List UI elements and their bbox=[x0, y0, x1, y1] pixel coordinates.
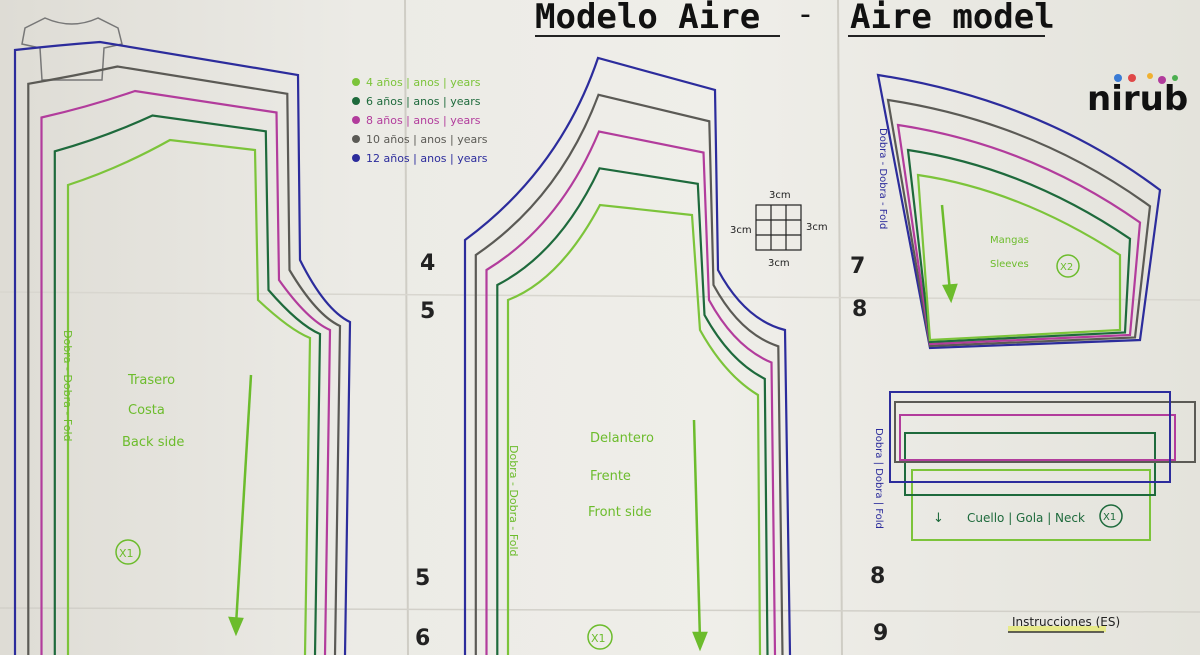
collar-label: Cuello | Gola | Neck bbox=[967, 511, 1085, 525]
sleeve-label: Sleeves bbox=[990, 259, 1029, 270]
sleeve-outline-size-6 bbox=[906, 148, 1132, 344]
page-number: 6 bbox=[415, 626, 430, 651]
grainline-arrow bbox=[228, 374, 253, 637]
title-dash: - bbox=[800, 0, 811, 32]
page-number: 5 bbox=[415, 566, 430, 591]
legend-item: 4 años | anos | years bbox=[366, 76, 481, 89]
back-outline-size-10 bbox=[27, 65, 342, 655]
grainline-arrow bbox=[692, 419, 708, 652]
legend-dot bbox=[352, 116, 360, 124]
collar-count: X1 bbox=[1103, 512, 1116, 523]
collar-arrow-icon: ↓ bbox=[933, 511, 944, 526]
paper-fold bbox=[0, 607, 1200, 613]
legend-dot bbox=[352, 154, 360, 162]
collar-outline-size-8 bbox=[899, 414, 1176, 461]
legend-dot bbox=[352, 78, 360, 86]
paper-fold bbox=[837, 0, 843, 655]
legend-dot bbox=[352, 135, 360, 143]
page-number: 8 bbox=[852, 297, 867, 322]
instructions-heading: Instrucciones (ES) bbox=[1012, 615, 1120, 629]
sleeve-outline-size-10 bbox=[886, 98, 1152, 348]
front-label: Frente bbox=[590, 469, 631, 484]
front-outline-size-10 bbox=[474, 93, 784, 655]
front-outline-size-8 bbox=[485, 130, 777, 655]
legend-item: 10 años | anos | years bbox=[366, 133, 488, 146]
back-outline-size-8 bbox=[40, 89, 332, 655]
tshirt-icon bbox=[21, 17, 123, 81]
back-outline-size-6 bbox=[53, 114, 322, 655]
front-outline-size-12 bbox=[463, 56, 792, 655]
page-number: 8 bbox=[870, 564, 885, 589]
back-outline-size-4 bbox=[66, 138, 312, 655]
front-outline-size-6 bbox=[496, 167, 769, 655]
legend-item: 8 años | anos | years bbox=[366, 114, 481, 127]
sleeve-outline-size-12 bbox=[876, 73, 1162, 350]
paper-fold bbox=[404, 0, 409, 655]
collar-outline-size-10 bbox=[894, 401, 1196, 463]
sleeve-count: X2 bbox=[1060, 262, 1073, 273]
back-label: Costa bbox=[128, 403, 165, 418]
back-label: Trasero bbox=[127, 373, 175, 388]
front-label: Front side bbox=[588, 505, 652, 520]
title-left: Modelo Aire bbox=[535, 0, 760, 37]
legend-item: 6 años | anos | years bbox=[366, 95, 481, 108]
front-label: Delantero bbox=[590, 431, 654, 446]
title-right: Aire model bbox=[850, 0, 1055, 37]
front-fold-label: Dobra - Dobra - Fold bbox=[507, 445, 520, 557]
legend-dot bbox=[352, 97, 360, 105]
scale-left: 3cm bbox=[730, 225, 752, 236]
scale-grid bbox=[755, 204, 802, 251]
page-number: 5 bbox=[420, 299, 435, 324]
back-outline-size-12 bbox=[13, 40, 352, 655]
legend-item: 12 años | anos | years bbox=[366, 152, 488, 165]
svg-text:nirub: nirub bbox=[1087, 79, 1188, 119]
sleeve-outline-size-8 bbox=[896, 123, 1142, 346]
page-number: 9 bbox=[873, 621, 888, 646]
collar-outline-size-6 bbox=[904, 432, 1156, 496]
page-number: 4 bbox=[420, 251, 435, 276]
collar-outline-size-12 bbox=[889, 391, 1171, 483]
scale-top: 3cm bbox=[769, 190, 791, 201]
scale-bottom: 3cm bbox=[768, 258, 790, 269]
collar-outline-size-4 bbox=[911, 469, 1151, 541]
collar-fold-label: Dobra | Dobra | Fold bbox=[873, 428, 884, 529]
paper-fold bbox=[0, 291, 1200, 301]
back-fold-label: Dobra - Dobra - Fold bbox=[61, 330, 74, 442]
sleeve-outline-size-4 bbox=[916, 173, 1122, 342]
sleeve-fold-label: Dobra - Dobra - Fold bbox=[877, 128, 888, 229]
front-count: X1 bbox=[591, 632, 606, 645]
back-label: Back side bbox=[122, 435, 184, 450]
page-number: 7 bbox=[850, 254, 865, 279]
back-count: X1 bbox=[119, 547, 134, 560]
size-legend: 4 años | anos | years 6 años | anos | yea… bbox=[352, 76, 488, 165]
scale-right: 3cm bbox=[806, 222, 828, 233]
nirub-logo: nirub bbox=[1087, 73, 1188, 119]
sleeve-label: Mangas bbox=[990, 235, 1029, 246]
grainline-arrow bbox=[940, 204, 958, 304]
front-outline-size-4 bbox=[506, 203, 762, 655]
